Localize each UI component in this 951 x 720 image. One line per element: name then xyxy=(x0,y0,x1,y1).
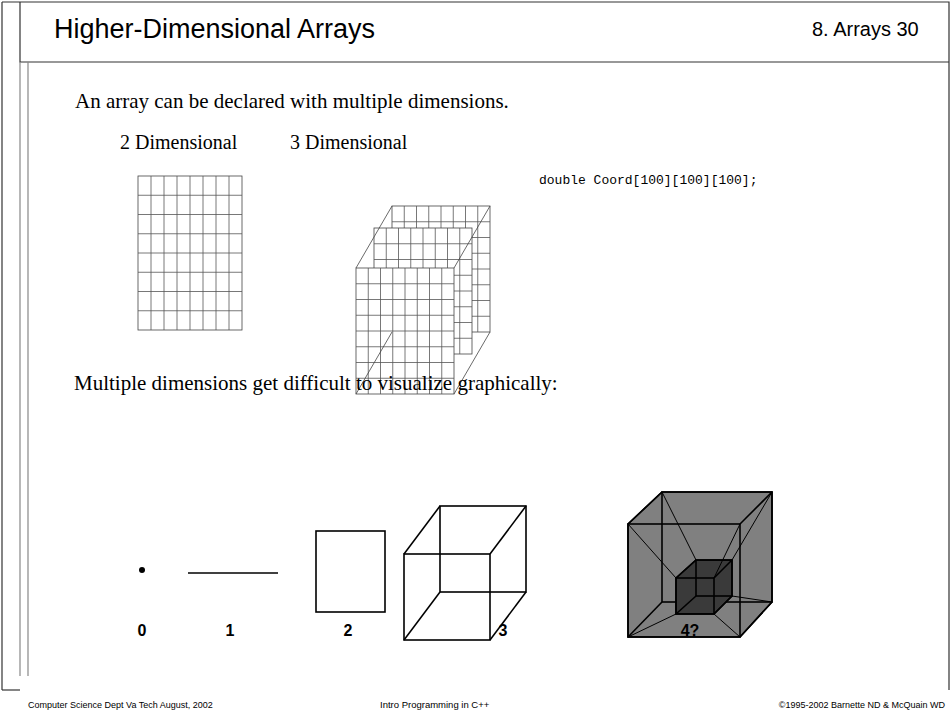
footer-text: ©1995-2002 Barnette ND & McQuain WD xyxy=(779,700,945,710)
grid-line xyxy=(374,259,472,260)
footer-text: Computer Science Dept Va Tech August, 20… xyxy=(28,700,213,710)
code-sample: double Coord[100][100][100]; xyxy=(539,174,757,189)
grid-line xyxy=(392,221,490,222)
dimension-figures xyxy=(139,492,772,640)
grid-line xyxy=(356,346,454,347)
grid-line xyxy=(356,362,454,363)
dimension-number: 2 xyxy=(344,622,353,640)
body-text: An array can be declared with multiple d… xyxy=(75,89,509,113)
slide-number: 8. Arrays 30 xyxy=(812,18,919,41)
slide-frame xyxy=(2,2,949,690)
grid-line xyxy=(356,315,454,316)
grid-line xyxy=(374,243,472,244)
grid-line xyxy=(138,272,242,273)
grid-line xyxy=(138,195,242,196)
depth-edge xyxy=(454,206,490,268)
grid-line xyxy=(138,214,242,215)
dimension-number: 3 xyxy=(499,622,508,640)
grid-line xyxy=(356,331,454,332)
dimension-number: 0 xyxy=(138,622,147,640)
array-grids xyxy=(138,176,490,394)
grid-line xyxy=(356,283,454,284)
grid-line xyxy=(138,233,242,234)
grid-line xyxy=(138,253,242,254)
depth-edge xyxy=(356,206,392,268)
figure-label: 2 Dimensional xyxy=(120,131,237,154)
slide-title: Higher-Dimensional Arrays xyxy=(54,14,375,45)
grid-line xyxy=(356,299,454,300)
figure-label: 3 Dimensional xyxy=(290,131,407,154)
grid-outline xyxy=(138,176,242,330)
grid-line xyxy=(138,310,242,311)
body-text: Multiple dimensions get difficult to vis… xyxy=(74,371,558,395)
dimension-number: 4? xyxy=(681,622,700,640)
grid-line xyxy=(138,291,242,292)
footer-text: Intro Programming in C++ xyxy=(380,700,489,711)
dimension-number: 1 xyxy=(226,622,235,640)
